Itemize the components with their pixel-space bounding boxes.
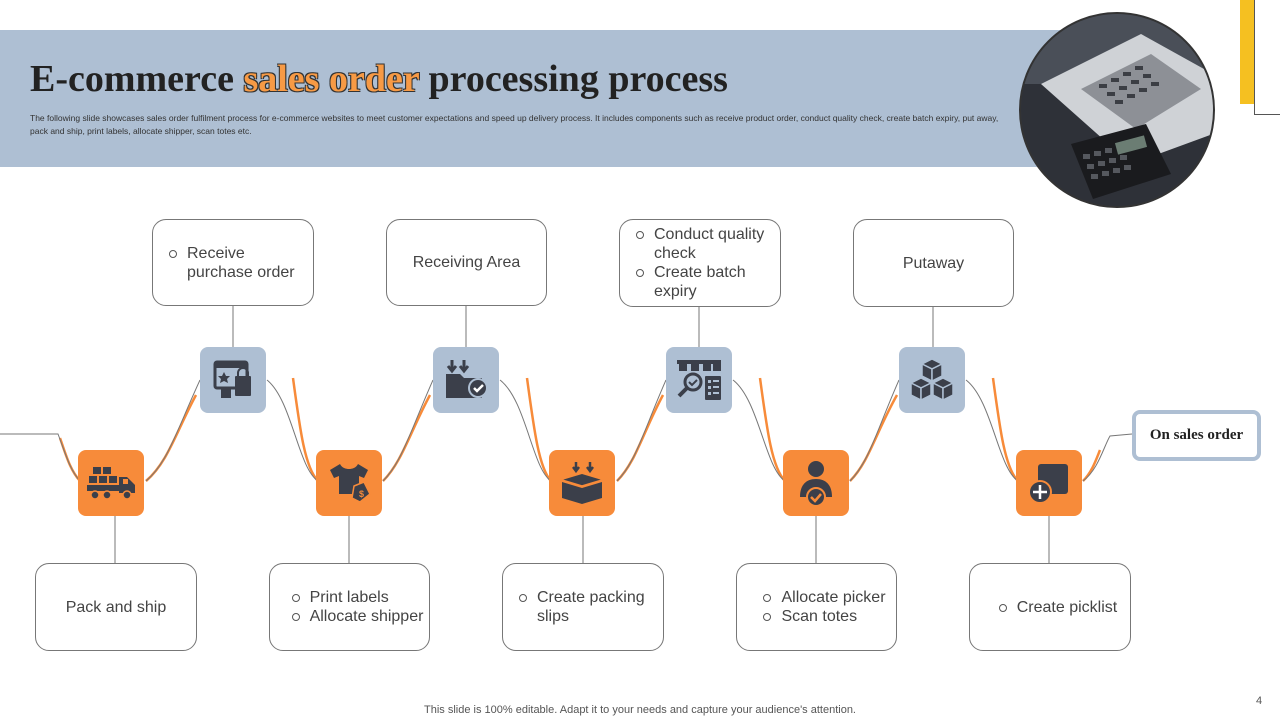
list-item: Scan totes	[761, 607, 885, 626]
page-number: 4	[1256, 695, 1263, 707]
accent-bar	[1240, 0, 1254, 104]
open-box-icon	[549, 450, 615, 516]
stacked-boxes-icon	[899, 347, 965, 413]
step-label: Putaway	[902, 254, 965, 272]
list-item: Create picklist	[997, 598, 1117, 617]
quality-check-icon	[666, 347, 732, 413]
user-check-icon	[783, 450, 849, 516]
inbound-folder-icon	[433, 347, 499, 413]
laptop-calculator-photo	[1019, 12, 1215, 208]
step-box-pack-and-ship: Pack and ship	[35, 563, 197, 651]
svg-text:$: $	[359, 489, 364, 499]
step-box-putaway: Putaway	[853, 219, 1014, 307]
delivery-truck-icon	[78, 450, 144, 516]
step-box-allocate-picker: Allocate picker Scan totes	[736, 563, 897, 651]
list-item: Conduct quality check	[634, 225, 780, 263]
step-box-quality-check: Conduct quality check Create batch expir…	[619, 219, 781, 307]
page-title: E-commerce sales order processing proces…	[30, 58, 728, 100]
list-item: Print labels	[290, 588, 424, 607]
web-shopping-icon	[200, 347, 266, 413]
accent-line	[1254, 114, 1280, 115]
end-label: On sales order	[1132, 410, 1261, 461]
accent-line	[1254, 0, 1255, 115]
list-item: Create batch expiry	[634, 263, 780, 301]
header-band	[0, 30, 1070, 167]
page-subtitle: The following slide showcases sales orde…	[30, 113, 999, 136]
list-item: Receive purchase order	[167, 244, 313, 282]
step-box-packing-slips: Create packing slips	[502, 563, 664, 651]
step-box-print-labels: Print labels Allocate shipper	[269, 563, 430, 651]
list-item: Create packing slips	[517, 588, 663, 626]
step-box-create-picklist: Create picklist	[969, 563, 1131, 651]
step-box-receiving-area: Receiving Area	[386, 219, 547, 306]
footer-note: This slide is 100% editable. Adapt it to…	[424, 704, 856, 716]
step-box-receive-purchase-order: Receive purchase order	[152, 219, 314, 306]
step-label: Pack and ship	[65, 598, 167, 616]
list-item: Allocate picker	[761, 588, 886, 607]
step-label: Receiving Area	[412, 254, 521, 271]
add-document-icon	[1016, 450, 1082, 516]
tshirt-tag-icon: $	[316, 450, 382, 516]
list-item: Allocate shipper	[290, 607, 423, 626]
